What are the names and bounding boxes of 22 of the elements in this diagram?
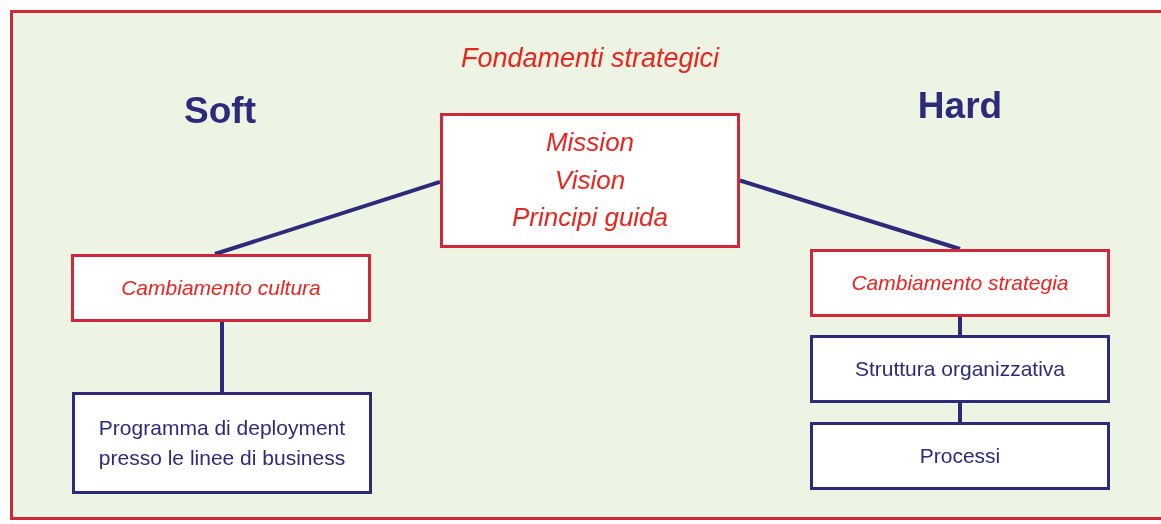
box-text: Cambiamento strategia	[851, 269, 1069, 296]
process-box	[72, 392, 372, 494]
category-heading: Soft	[183, 89, 257, 133]
box-text: Principi guida	[511, 201, 669, 235]
box-text: Cambiamento cultura	[121, 274, 321, 301]
connector-line	[958, 403, 962, 422]
process-box	[810, 422, 1110, 490]
box-text: Processi	[919, 442, 1001, 469]
connector-line	[214, 179, 441, 256]
connector-line	[220, 322, 224, 392]
category-heading: Hard	[916, 84, 1004, 128]
diagram-title: Fondamenti strategici	[459, 42, 721, 75]
box-text: Programma di deployment presso le linee di business	[97, 414, 347, 471]
process-box	[810, 335, 1110, 403]
box-text: Struttura organizzativa	[854, 355, 1066, 382]
connector-line	[739, 178, 961, 251]
box-text: Vision	[554, 163, 626, 197]
connector-line	[958, 317, 962, 335]
process-box	[71, 254, 371, 322]
main-box	[440, 113, 740, 248]
process-box	[810, 249, 1110, 317]
box-text: Mission	[545, 125, 635, 159]
